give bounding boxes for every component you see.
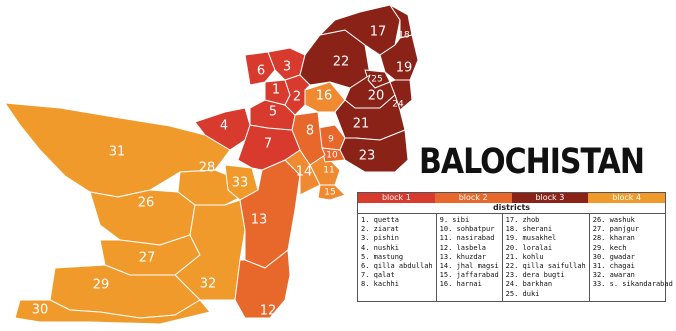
map-label-11: 11	[323, 166, 334, 176]
legend-district-entry: 16. harnai	[439, 280, 482, 289]
district-19-musakhel	[379, 34, 419, 81]
legend-district-entry: 21. kohlu	[505, 252, 544, 261]
map-label-23: 23	[359, 149, 376, 164]
district-legend: block 1 block 2 block 3 block 4 district…	[357, 192, 673, 302]
map-label-13: 13	[251, 213, 268, 228]
legend-district-entry: 29. kech	[592, 243, 627, 252]
map-label-29: 29	[93, 278, 110, 293]
map-label-8: 8	[306, 124, 314, 139]
map-label-17: 17	[370, 25, 387, 40]
map-label-1: 1	[272, 83, 280, 98]
legend-block-1: block 1	[358, 193, 435, 203]
legend-district-entry: 9. sibi	[439, 216, 470, 224]
map-label-2: 2	[293, 90, 301, 105]
map-label-7: 7	[264, 137, 272, 152]
district-23-dera-bugti	[339, 129, 409, 173]
map-label-20: 20	[368, 89, 385, 104]
district-12-lasbela	[234, 249, 291, 319]
legend-district-entry: 23. dera bugti	[505, 271, 565, 280]
legend-block-2: block 2	[434, 193, 512, 203]
legend-district-entry: 10. sohbatpur	[439, 225, 495, 234]
map-label-19: 19	[396, 61, 413, 76]
legend-block-4: block 4	[588, 193, 665, 203]
map-label-6: 6	[257, 64, 265, 79]
legend-district-entry: 11. nasirabad	[439, 234, 495, 243]
legend-district-entry: 14. jhal magsi	[439, 262, 499, 271]
legend-district-entry: 33. s. sikandarabad	[592, 280, 673, 289]
district-6-qilla-abdullah	[244, 51, 276, 86]
district-13-khuzdar	[239, 159, 301, 269]
legend-district-entry: 26. washuk	[592, 216, 635, 224]
legend-block-3: block 3	[511, 193, 589, 203]
legend-district-entry: 24. barkhan	[505, 280, 553, 289]
map-label-26: 26	[138, 196, 155, 211]
legend-district-entry: 4. nushki	[361, 243, 399, 252]
legend-district-entry: 7. qalat	[361, 271, 395, 280]
map-label-12: 12	[260, 304, 277, 319]
legend-district-entry: 13. khuzdar	[439, 252, 487, 261]
map-title: BALOCHISTAN	[419, 142, 645, 183]
map-label-4: 4	[220, 119, 228, 134]
map-label-5: 5	[269, 105, 277, 120]
map-label-27: 27	[139, 251, 156, 266]
legend-district-entry: 22. qilla saifullah	[505, 262, 586, 271]
legend-district-entry: 8. kachhi	[361, 280, 399, 289]
map-label-25: 25	[371, 75, 382, 85]
district-17-zhob	[319, 4, 401, 56]
legend-district-entry: 30. gwadar	[592, 252, 635, 261]
map-label-3: 3	[283, 60, 291, 75]
legend-district-entry: 20. loralai	[505, 243, 553, 252]
map-label-10: 10	[326, 151, 338, 161]
legend-district-entry: 18. sherani	[505, 225, 553, 234]
legend-district-entry: 2. ziarat	[361, 225, 399, 234]
legend-district-entry: 28. kharan	[592, 234, 635, 243]
legend-district-entry: 32. awaran	[592, 271, 635, 280]
legend-district-entry: 1. quetta	[361, 216, 399, 224]
map-label-9: 9	[328, 135, 334, 145]
legend-district-entry: 25. duki	[505, 289, 540, 298]
map-label-30: 30	[32, 303, 49, 318]
map-label-15: 15	[324, 188, 335, 198]
legend-district-entry: 27. panjgur	[592, 225, 640, 234]
legend-district-entry: 3. pishin	[361, 234, 399, 243]
legend-district-entry: 15. jaffarabad	[439, 271, 499, 280]
map-label-16: 16	[316, 89, 333, 104]
map-label-28: 28	[199, 161, 216, 176]
legend-block-header: block 1 block 2 block 3 block 4	[358, 193, 665, 203]
legend-district-entry: 17. zhob	[505, 216, 540, 224]
map-label-32: 32	[200, 277, 217, 292]
map-label-24: 24	[392, 100, 404, 110]
legend-district-entry: 5. mastung	[361, 252, 404, 261]
legend-district-entry: 19. musakhel	[505, 234, 557, 243]
map-label-14: 14	[296, 165, 313, 180]
map-label-18: 18	[398, 31, 410, 41]
district-30-gwadar	[14, 299, 211, 325]
legend-district-entry: 31. chagai	[592, 262, 635, 271]
legend-district-entry: 6. qilla abdullah	[361, 262, 433, 271]
district-15-jaffarabad	[317, 184, 346, 201]
map-label-33: 33	[232, 176, 249, 191]
map-label-22: 22	[333, 55, 350, 70]
map-label-31: 31	[109, 145, 126, 160]
legend-district-entry: 12. lasbela	[439, 243, 487, 252]
map-label-21: 21	[353, 117, 370, 132]
legend-subtitle: districts	[358, 203, 665, 214]
